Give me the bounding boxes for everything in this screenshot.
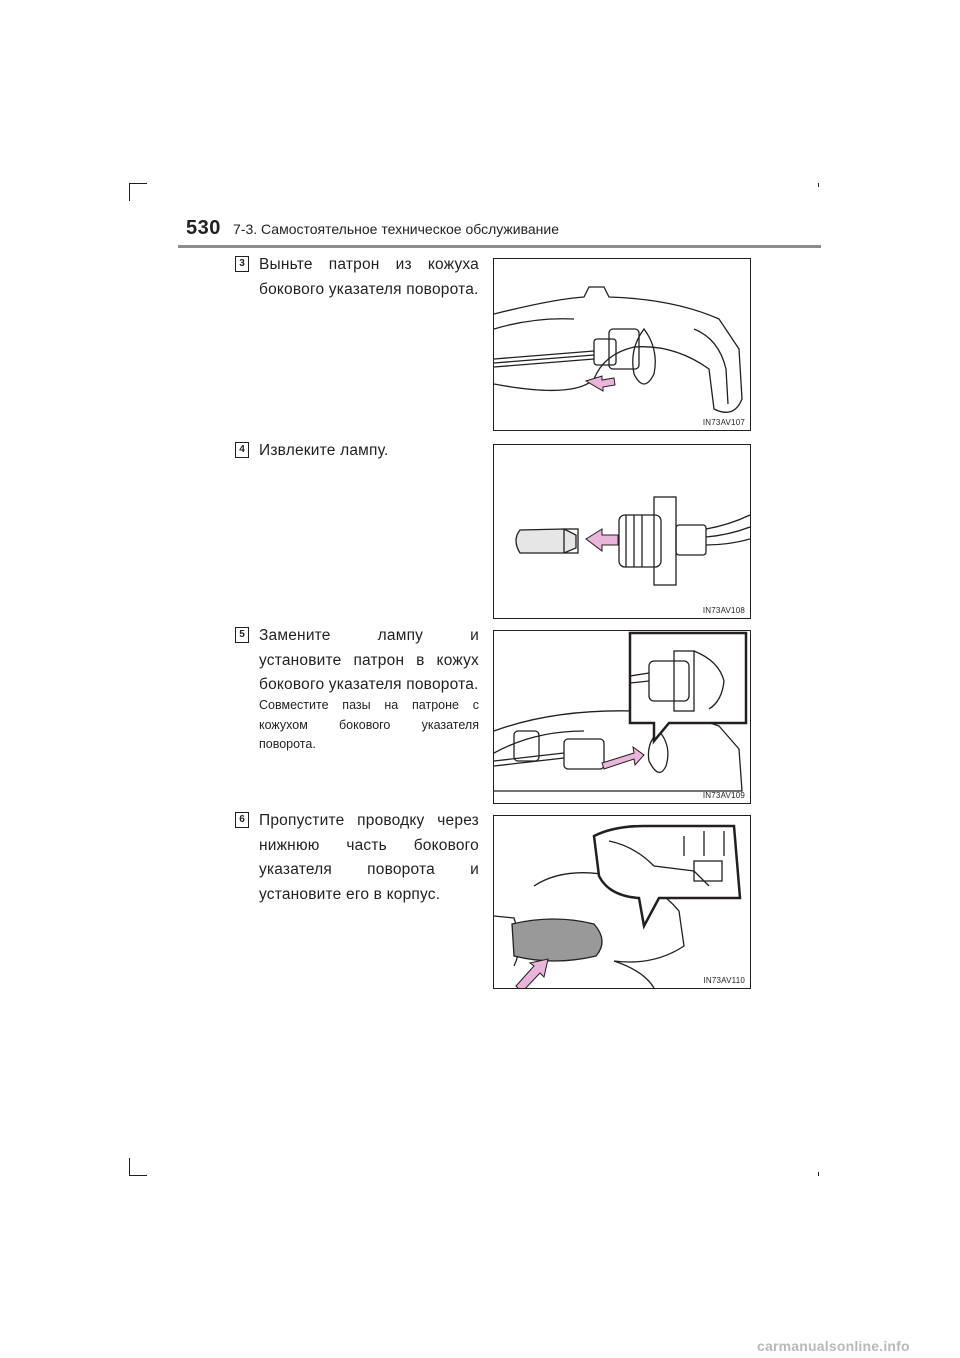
figure-remove-socket: IN73AV107 (493, 258, 751, 431)
step-instruction: Замените лампу и установите патрон в кож… (259, 627, 479, 693)
step-number-badge: 4 (235, 442, 249, 458)
figure-code: IN73AV109 (702, 791, 745, 800)
figure-code: IN73AV110 (703, 976, 745, 985)
indicator-install-illustration (494, 824, 742, 988)
page-number: 530 (186, 217, 221, 239)
section-title: 7-3. Самостоятельное техническое обслужи… (233, 221, 560, 237)
step-note: Совместите пазы на патроне с кожухом бок… (259, 698, 479, 751)
figure-remove-bulb: IN73AV108 (493, 444, 751, 619)
crop-mark-bottom-left-v (129, 1158, 130, 1176)
figure-code: IN73AV107 (702, 418, 745, 427)
crop-mark-bottom-right (818, 1172, 819, 1176)
figure-install-indicator: IN73AV110 (493, 815, 751, 989)
figure-install-socket: IN73AV109 (493, 630, 751, 804)
socket-install-illustration (494, 631, 748, 792)
step-instruction: Выньте патрон из кожуха бокового указате… (259, 256, 479, 298)
crop-mark-bottom-left-h (129, 1175, 147, 1176)
step-number-badge: 5 (235, 627, 249, 643)
step-instruction: Пропустите проводку через нижнюю часть б… (259, 812, 479, 903)
crop-mark-top-left-h (129, 183, 147, 184)
figure-code: IN73AV108 (702, 606, 745, 615)
step-instruction: Извлеките лампу. (259, 442, 389, 459)
step-number-badge: 3 (235, 256, 249, 272)
crop-mark-top-right (818, 183, 819, 187)
step-number-badge: 6 (235, 812, 249, 828)
crop-mark-top-left-v (129, 183, 130, 201)
watermark-text: carmanualsonline.info (757, 1338, 910, 1354)
socket-housing-illustration (494, 286, 743, 413)
bulb-socket-illustration (515, 496, 750, 586)
header-rule (178, 245, 821, 248)
